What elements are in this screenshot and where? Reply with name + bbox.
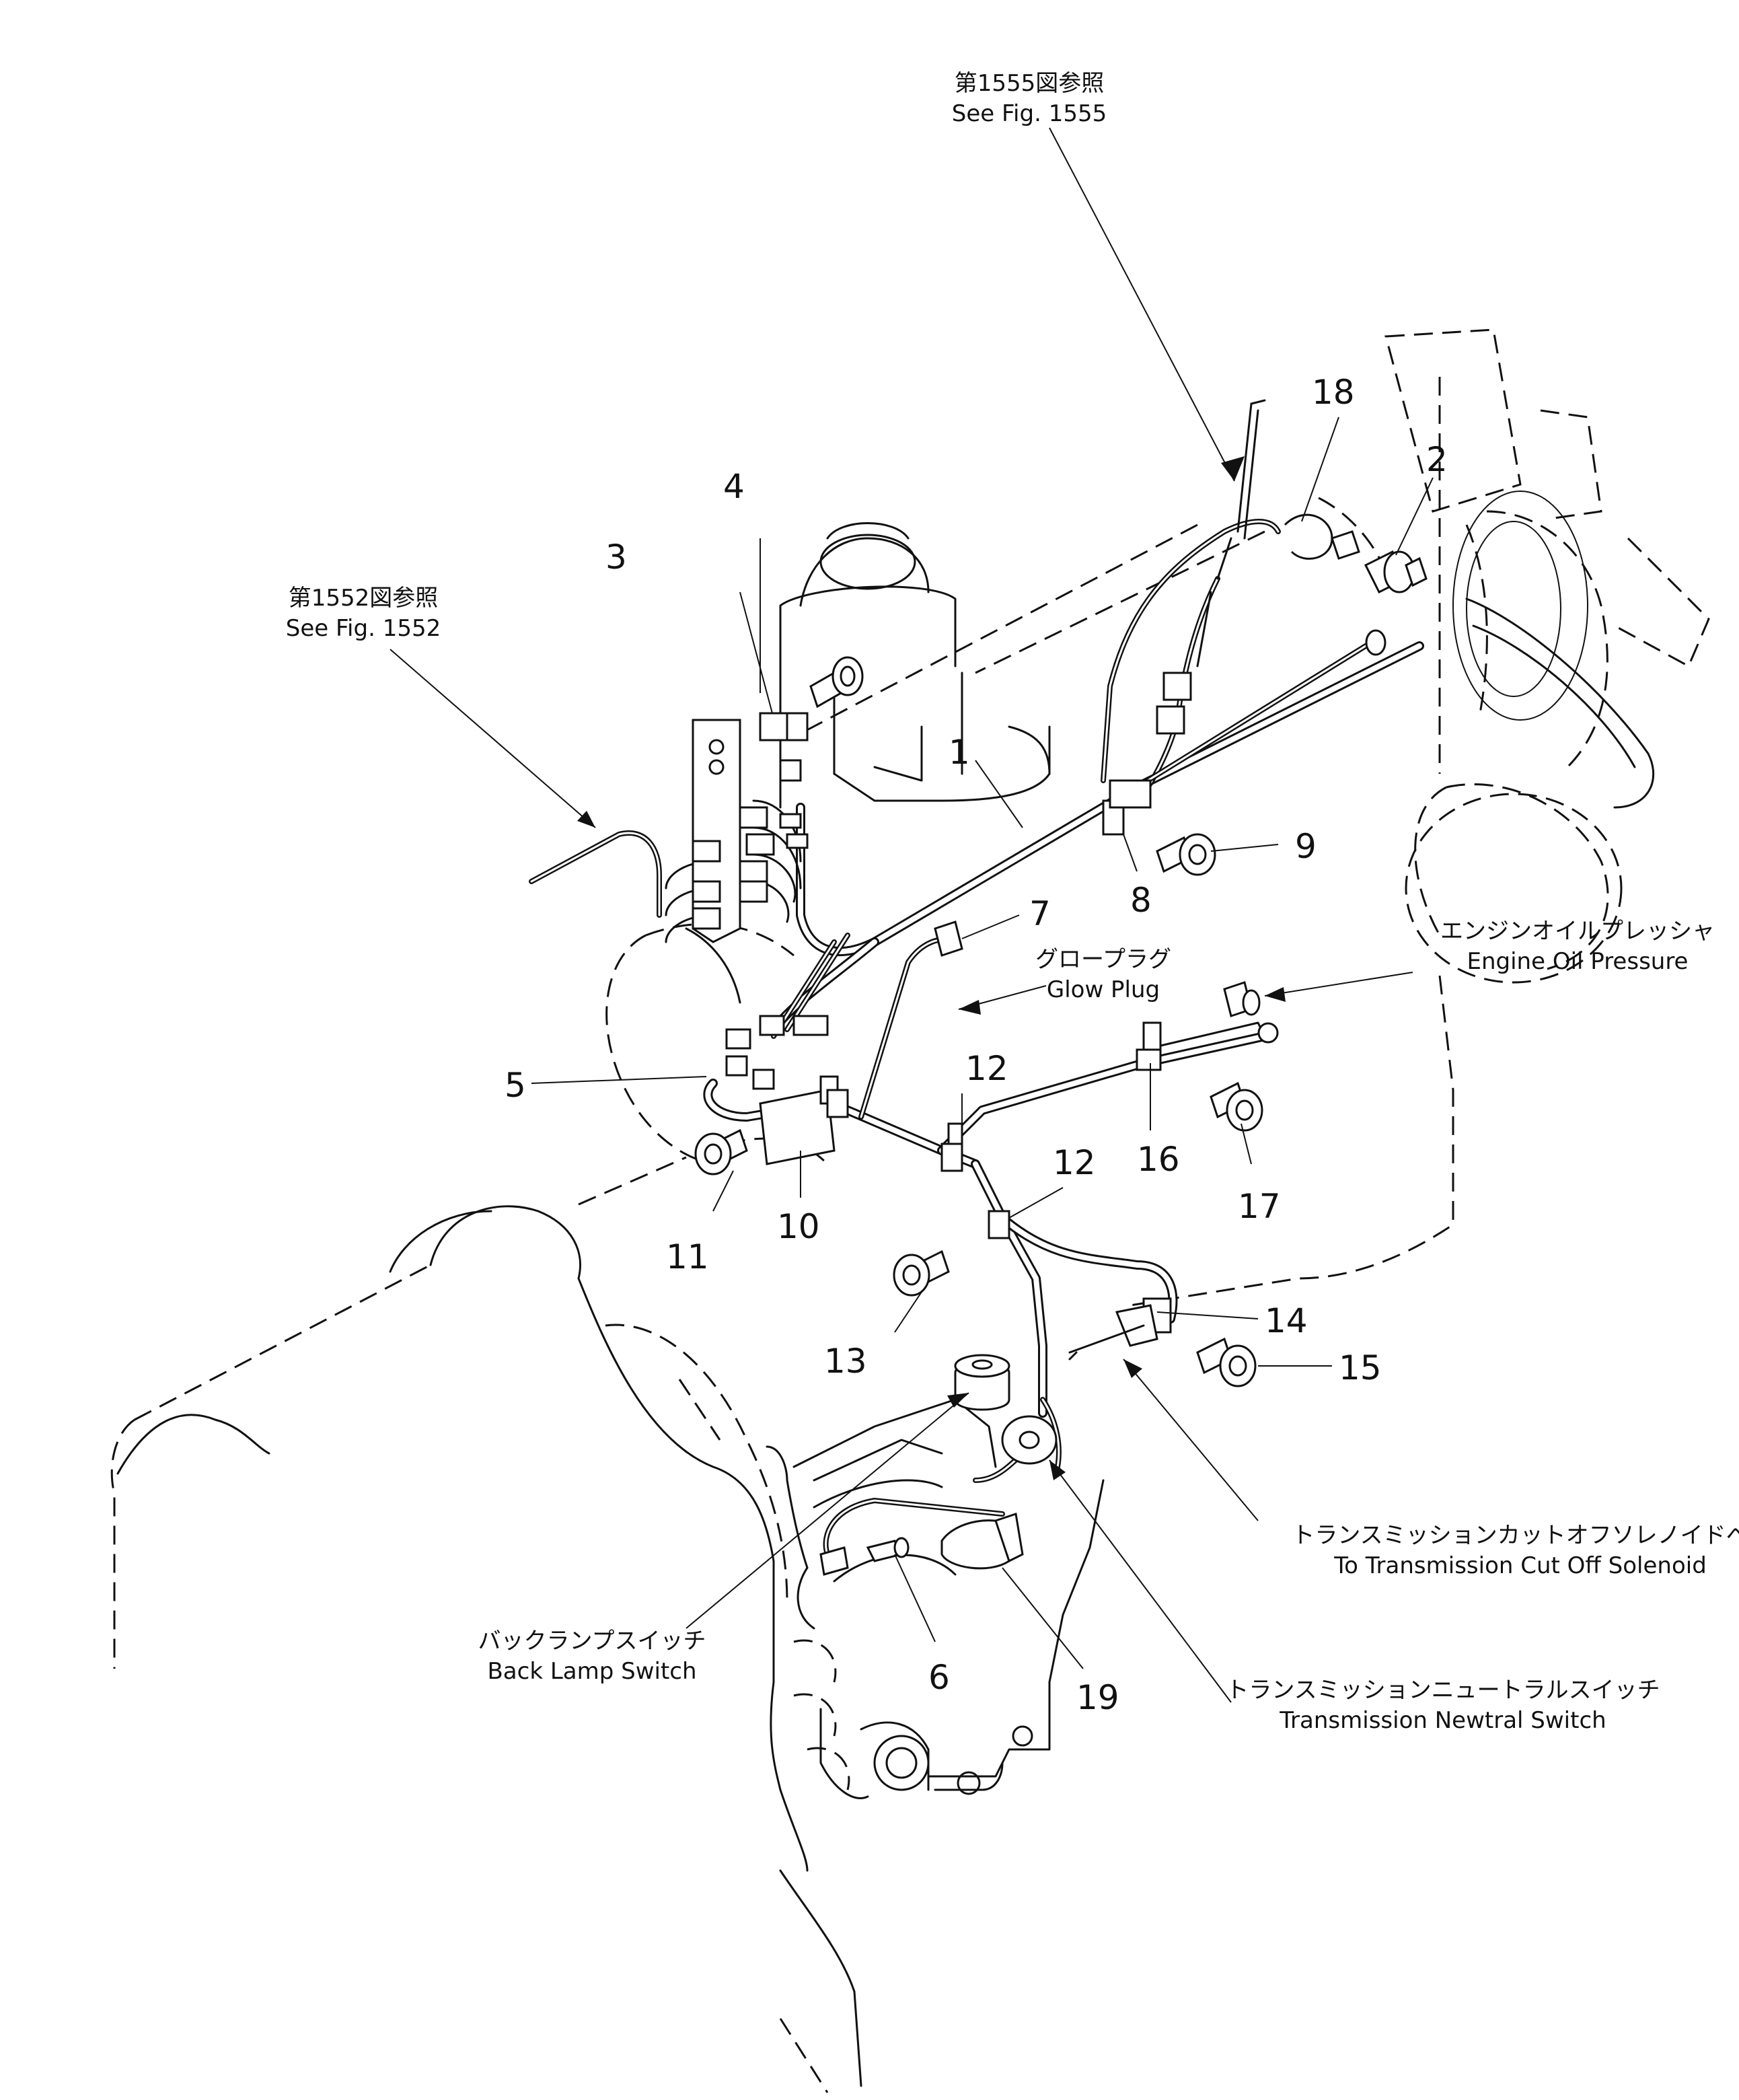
callout-17: 17 <box>1238 1187 1281 1226</box>
back-lamp-switch-en: Back Lamp Switch <box>487 1658 696 1685</box>
relay-connectors <box>739 712 809 903</box>
back-lamp-switch <box>954 1354 1010 1411</box>
callout-4: 4 <box>723 467 745 506</box>
callout-12b: 12 <box>1053 1143 1096 1182</box>
ref-fig1552-jp: 第1552図参照 <box>289 585 439 612</box>
neutral-switch-en: Transmission Newtral Switch <box>1279 1707 1606 1734</box>
callout-19: 19 <box>1076 1678 1119 1717</box>
cut-off-solenoid-jp: トランスミッションカットオフソレノイドへ <box>1292 1522 1739 1549</box>
bolt-9 <box>1156 833 1216 876</box>
ref-fig1555-en: See Fig. 1555 <box>952 100 1107 127</box>
cut-off-solenoid-en: To Transmission Cut Off Solenoid <box>1333 1552 1707 1579</box>
engine-oil-pressure-jp: エンジンオイルプレッシャ <box>1440 918 1715 945</box>
bolt-17 <box>1210 1081 1263 1132</box>
leader-lines <box>390 127 1434 1703</box>
callout-15: 15 <box>1339 1348 1382 1387</box>
glow-plug-jp: グロープラグ <box>1035 946 1171 973</box>
bolt-4 <box>809 656 864 709</box>
callout-1: 1 <box>949 733 970 772</box>
callout-2: 2 <box>1426 440 1448 479</box>
part-callouts: 1 2 3 4 5 6 7 8 9 10 11 12 12 13 14 15 1… <box>505 373 1448 1717</box>
machine-outlines <box>110 328 1710 2093</box>
connector-boot-19 <box>940 1513 1024 1570</box>
callout-13: 13 <box>824 1342 867 1381</box>
back-lamp-switch-jp: バックランプスイッチ <box>478 1628 706 1655</box>
callout-16: 16 <box>1137 1140 1180 1179</box>
connector-6 <box>819 1537 910 1576</box>
bolt-11 <box>694 1128 748 1175</box>
bolt-13 <box>893 1250 950 1297</box>
identification-tag <box>759 1089 836 1165</box>
glow-plug-en: Glow Plug <box>1047 976 1160 1003</box>
callout-8: 8 <box>1130 881 1152 920</box>
components <box>692 399 1428 1576</box>
ref-fig1555-jp: 第1555図参照 <box>955 70 1105 97</box>
callout-7: 7 <box>1029 894 1051 933</box>
callout-5: 5 <box>505 1066 526 1105</box>
callout-3: 3 <box>605 538 627 577</box>
neutral-switch <box>1001 1415 1058 1465</box>
callout-11: 11 <box>666 1237 709 1276</box>
neutral-switch-jp: トランスミッションニュートラルスイッチ <box>1226 1677 1660 1704</box>
annotation-labels: 第1555図参照 See Fig. 1555 第1552図参照 See Fig.… <box>286 70 1739 1734</box>
callout-9: 9 <box>1295 827 1317 866</box>
bolt-15 <box>1196 1337 1257 1387</box>
callout-12a: 12 <box>965 1049 1008 1088</box>
sensor-2 <box>1364 550 1428 594</box>
callout-14: 14 <box>1265 1301 1308 1340</box>
callout-6: 6 <box>928 1658 950 1697</box>
callout-18: 18 <box>1312 373 1355 412</box>
callout-10: 10 <box>777 1207 820 1246</box>
engine-oil-pressure-en: Engine Oil Pressure <box>1467 948 1689 975</box>
ref-fig1552-en: See Fig. 1552 <box>286 615 441 642</box>
